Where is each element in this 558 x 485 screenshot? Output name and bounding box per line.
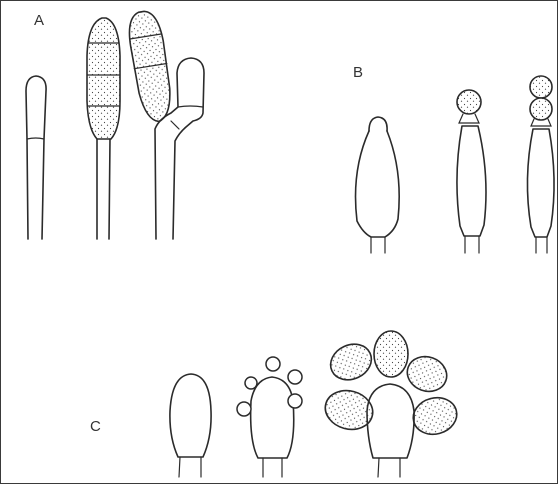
panel-label-a: A	[34, 13, 44, 28]
panel-b-drawing	[356, 76, 555, 253]
basidium-budding	[356, 117, 400, 253]
basidium-one-spore	[457, 90, 486, 253]
head-mature-spores	[321, 331, 461, 477]
panel-c-drawing	[170, 331, 461, 477]
head-smooth	[170, 374, 211, 477]
panel-label-b: B	[353, 65, 363, 80]
panel-a-drawing	[26, 9, 204, 239]
basidium-spore-chain	[527, 76, 554, 253]
panel-label-c: C	[90, 419, 101, 434]
hypha-young-tip	[26, 76, 46, 239]
detached-septate-spore	[126, 9, 176, 124]
head-budding	[237, 357, 302, 477]
septate-spore-on-stalk	[87, 18, 120, 239]
